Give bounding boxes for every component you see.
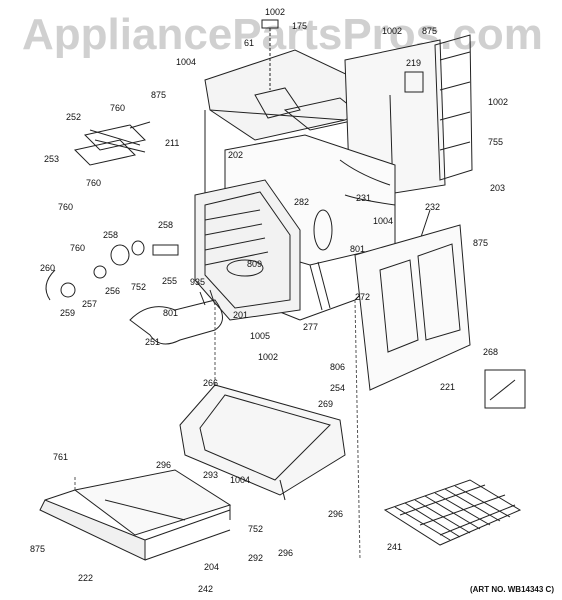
part-label: 175 (292, 21, 308, 31)
drawer-frame (180, 385, 345, 500)
part-label: 1002 (258, 352, 279, 362)
part-label: 1002 (265, 7, 286, 17)
bake-element (130, 290, 223, 344)
inset-detail (485, 370, 525, 408)
part-label: 875 (422, 26, 438, 36)
part-label: 201 (233, 310, 249, 320)
broil-element (75, 122, 150, 165)
part-label: 269 (318, 399, 334, 409)
part-label: 242 (198, 584, 214, 594)
part-label: 760 (110, 103, 126, 113)
part-label: 260 (40, 263, 56, 273)
part-label: 296 (156, 460, 172, 470)
part-label: 760 (70, 243, 86, 253)
part-label: 259 (60, 308, 76, 318)
part-label: 251 (145, 337, 161, 347)
part-label: 221 (440, 382, 456, 392)
guide-lines (75, 300, 360, 560)
part-label: 296 (328, 509, 344, 519)
part-label: 292 (248, 553, 264, 563)
part-label: 875 (151, 90, 167, 100)
part-label: 1004 (230, 475, 251, 485)
part-label: 296 (278, 548, 294, 558)
part-label: 293 (203, 470, 219, 480)
part-label: 277 (303, 322, 319, 332)
part-label: 203 (490, 183, 506, 193)
part-label: 806 (330, 362, 346, 372)
part-label: 241 (387, 542, 403, 552)
oven-cavity (195, 180, 300, 320)
part-label: 1002 (382, 26, 403, 36)
part-label: 1002 (488, 97, 509, 107)
part-label: 254 (330, 383, 346, 393)
part-label: 809 (247, 259, 263, 269)
part-label: 1004 (176, 57, 197, 67)
part-label: 255 (162, 276, 178, 286)
part-label: 211 (165, 138, 180, 148)
control-parts (46, 210, 332, 310)
part-label: 875 (30, 544, 46, 554)
part-label: 1004 (373, 216, 394, 226)
part-label: 253 (44, 154, 60, 164)
part-label: 752 (131, 282, 147, 292)
part-label: 761 (53, 452, 69, 462)
part-label: 752 (248, 524, 264, 534)
part-label: 268 (483, 347, 499, 357)
watermark: AppliancePartsPros.com (22, 10, 543, 59)
part-label: 1005 (250, 331, 271, 341)
oven-rack (385, 480, 520, 545)
part-label: 266 (203, 378, 219, 388)
part-label: 282 (294, 197, 310, 207)
part-label: 222 (78, 573, 94, 583)
part-label: 258 (158, 220, 174, 230)
part-label: 204 (204, 562, 220, 572)
oven-door (355, 225, 470, 390)
part-label: 61 (244, 38, 255, 48)
part-label: 232 (425, 202, 441, 212)
drawer (40, 470, 230, 560)
part-label: 272 (355, 292, 371, 302)
part-label: 875 (473, 238, 489, 248)
part-label: 801 (163, 308, 179, 318)
part-label: 760 (86, 178, 102, 188)
part-label: 258 (103, 230, 119, 240)
part-label: 935 (190, 277, 206, 287)
part-label: 755 (488, 137, 504, 147)
part-label: 252 (66, 112, 82, 122)
part-label: 219 (406, 58, 422, 68)
part-label: 202 (228, 150, 244, 160)
art-number: (ART NO. WB14343 C) (469, 585, 554, 594)
part-label: 760 (58, 202, 74, 212)
part-label: 801 (350, 244, 366, 254)
part-label: 256 (105, 286, 121, 296)
part-label: 231 (356, 193, 372, 203)
part-label: 257 (82, 299, 98, 309)
